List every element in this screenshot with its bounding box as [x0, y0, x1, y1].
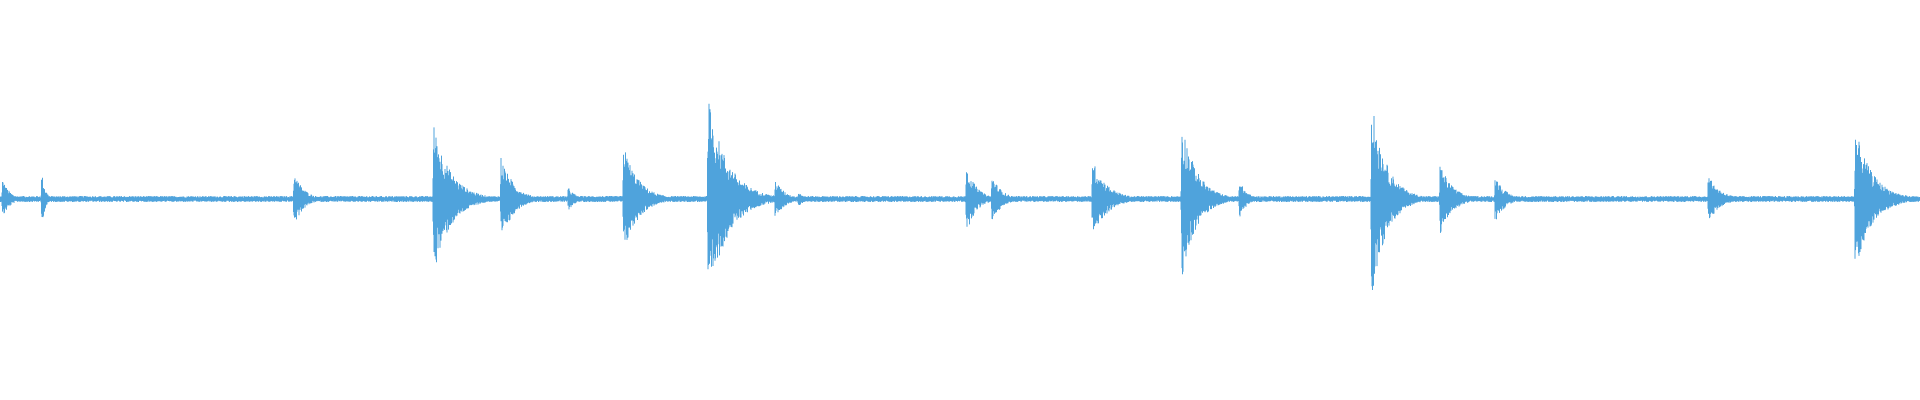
waveform-trace	[0, 103, 1920, 290]
